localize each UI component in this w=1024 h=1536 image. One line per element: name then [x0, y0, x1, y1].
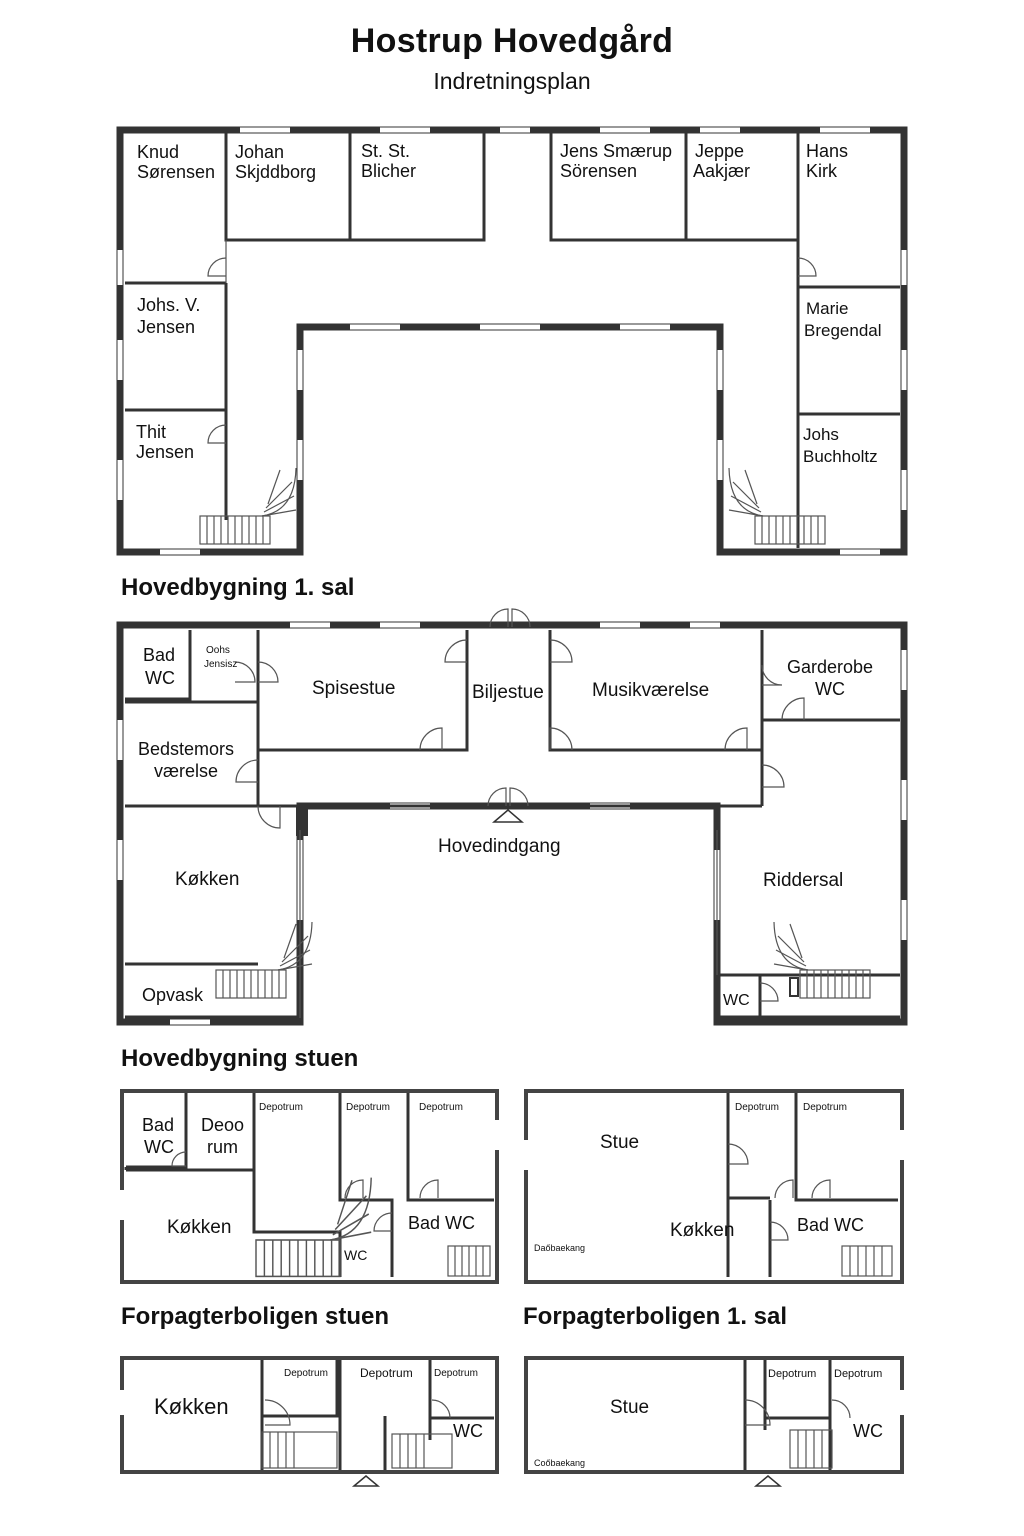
room-knud-sorensen: Knud [137, 142, 179, 162]
room-bad-wc: Bad [143, 645, 175, 665]
room-thit-jensen-2: Jensen [136, 442, 194, 462]
room-blicher: St. St. [361, 141, 410, 161]
room-johs-v-jensen: Johs. V. [137, 295, 200, 315]
room-johan-skjddborg-2: Skjddborg [235, 162, 316, 182]
bl-room-kokken: Køkken [154, 1394, 229, 1419]
room-wc: WC [723, 992, 750, 1009]
bl-room-wc: WC [453, 1421, 483, 1441]
tenant-room-deoo-rum: Deoo [201, 1115, 244, 1135]
room-hans-kirk: Hans [806, 141, 848, 161]
room-musikvaerelse: Musikværelse [592, 680, 709, 701]
room-marie-bregendal-2: Bregendal [804, 321, 882, 340]
room-johan-skjddborg: Johan [235, 142, 284, 162]
tenant-room-bad-wc-2: WC [144, 1137, 174, 1157]
room-bad-wc-2: WC [145, 668, 175, 688]
tenant1-gang-label: Daőbaekang [534, 1243, 585, 1253]
br-room-stue: Stue [610, 1397, 649, 1418]
plan-title: Hostrup Hovedgård [350, 22, 674, 60]
room-biljestue: Biljestue [472, 682, 544, 703]
tenant1-room-kokken: Køkken [670, 1220, 734, 1241]
tenant-room-bad-wc: Bad [142, 1115, 174, 1135]
bottom-right-plan: Stue Depotrum Depotrum WC Coőbaekang [524, 1356, 905, 1487]
room-blicher-2: Blicher [361, 161, 416, 181]
br-depotrum-1: Depotrum [768, 1368, 816, 1380]
room-garderobe-wc: Garderobe [787, 657, 873, 677]
first-floor-windows [117, 127, 907, 555]
room-johs-v-jensen-2: Jensen [137, 317, 195, 337]
room-riddersal: Riddersal [763, 870, 843, 891]
tenant-ground-plan: Bad WC Deoo rum Depotrum Depotrum Depotr… [119, 1089, 500, 1284]
tenant-room-kokken: Køkken [167, 1217, 231, 1238]
br-room-wc: WC [853, 1421, 883, 1441]
room-jens-smaerup: Jens Smærup [560, 141, 672, 161]
bl-depotrum-1: Depotrum [284, 1368, 328, 1379]
tenant-depotrum-3: Depotrum [419, 1102, 463, 1113]
room-johs-buchholtz-2: Buchholtz [803, 447, 878, 466]
room-spisestue: Spisestue [312, 678, 395, 699]
section-title-ground-floor: Hovedbygning stuen [121, 1045, 359, 1072]
tenant1-depotrum-2: Depotrum [803, 1102, 847, 1113]
tenant-depotrum-2: Depotrum [346, 1102, 390, 1113]
ground-floor-plan: Bad WC Oohs Jensisz Spisestue Biljestue … [116, 608, 908, 1026]
tenant1-depotrum-1: Depotrum [735, 1102, 779, 1113]
tenant-room-deoo-rum-2: rum [207, 1137, 238, 1157]
section-title-first-floor: Hovedbygning 1. sal [121, 574, 355, 601]
tenant-first-plan: Stue Depotrum Depotrum Køkken Bad WC Daő… [523, 1089, 905, 1284]
tenant-room-wc: WC [344, 1247, 367, 1263]
br-gang-label: Coőbaekang [534, 1458, 585, 1468]
main-entrance-label: Hovedindgang [438, 836, 561, 857]
room-kokken: Køkken [175, 869, 239, 890]
bl-depotrum-3: Depotrum [434, 1368, 478, 1379]
room-oohs-jensisz-2: Jensisz [204, 659, 237, 670]
tenant1-room-bad-wc: Bad WC [797, 1215, 864, 1235]
plan-subtitle: Indretningsplan [433, 68, 591, 94]
room-garderobe-wc-2: WC [815, 679, 845, 699]
room-jens-smaerup-2: Sörensen [560, 161, 637, 181]
room-johs-buchholtz: Johs [803, 425, 839, 444]
bottom-left-plan: Køkken Depotrum Depotrum Depotrum WC [119, 1356, 499, 1487]
section-title-tenant-first: Forpagterboligen 1. sal [523, 1303, 788, 1330]
section-title-tenant-ground: Forpagterboligen stuen [121, 1303, 390, 1330]
tenant-room-bad-wc-b: Bad WC [408, 1213, 475, 1233]
br-depotrum-2: Depotrum [834, 1368, 882, 1380]
bl-depotrum-2: Depotrum [360, 1366, 413, 1380]
room-jeppe-aakjaer: Jeppe [695, 141, 744, 161]
room-oohs-jensisz: Oohs [206, 645, 230, 656]
room-opvask: Opvask [142, 985, 204, 1005]
room-marie-bregendal: Marie [806, 299, 849, 318]
tenant1-room-stue: Stue [600, 1132, 639, 1153]
room-bedstemors-vaerelse-2: værelse [154, 761, 218, 781]
tenant-depotrum-1: Depotrum [259, 1102, 303, 1113]
room-thit-jensen: Thit [136, 422, 166, 442]
room-bedstemors-vaerelse: Bedstemors [138, 739, 234, 759]
room-knud-sorensen-2: Sørensen [137, 162, 215, 182]
room-jeppe-aakjaer-2: Aakjær [693, 161, 750, 181]
first-floor-plan: Knud Sørensen Johan Skjddborg St. St. Bl… [116, 126, 908, 556]
room-hans-kirk-2: Kirk [806, 161, 838, 181]
